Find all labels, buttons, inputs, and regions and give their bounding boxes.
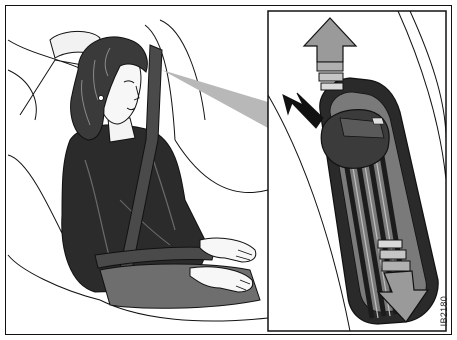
left-panel [8,20,268,321]
right-panel [268,11,446,331]
figure-code: IB2180 [439,296,449,326]
callout-wedge [162,70,268,128]
